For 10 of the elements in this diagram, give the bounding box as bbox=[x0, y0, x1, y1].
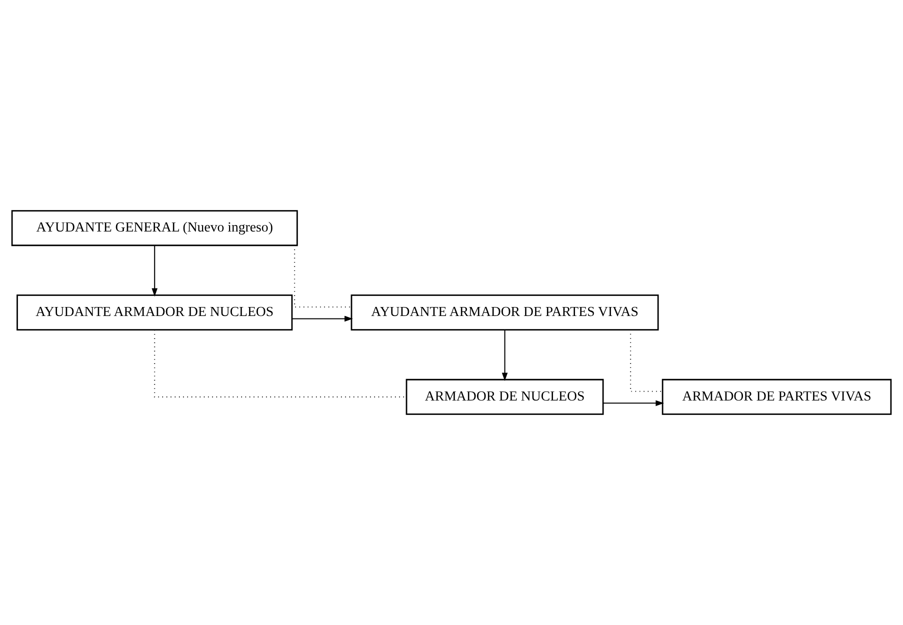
node-box: ARMADOR DE PARTES VIVAS bbox=[662, 378, 892, 415]
node-box: ARMADOR DE NUCLEOS bbox=[406, 378, 604, 415]
arrow bbox=[292, 316, 353, 322]
connector bbox=[154, 330, 406, 398]
node-box: AYUDANTE ARMADOR DE PARTES VIVAS bbox=[350, 294, 659, 330]
arrow bbox=[152, 246, 158, 297]
node-box: AYUDANTE GENERAL (Nuevo ingreso) bbox=[11, 210, 298, 246]
node-box: AYUDANTE ARMADOR DE NUCLEOS bbox=[16, 294, 293, 330]
arrow bbox=[502, 330, 508, 382]
arrow bbox=[603, 400, 664, 406]
